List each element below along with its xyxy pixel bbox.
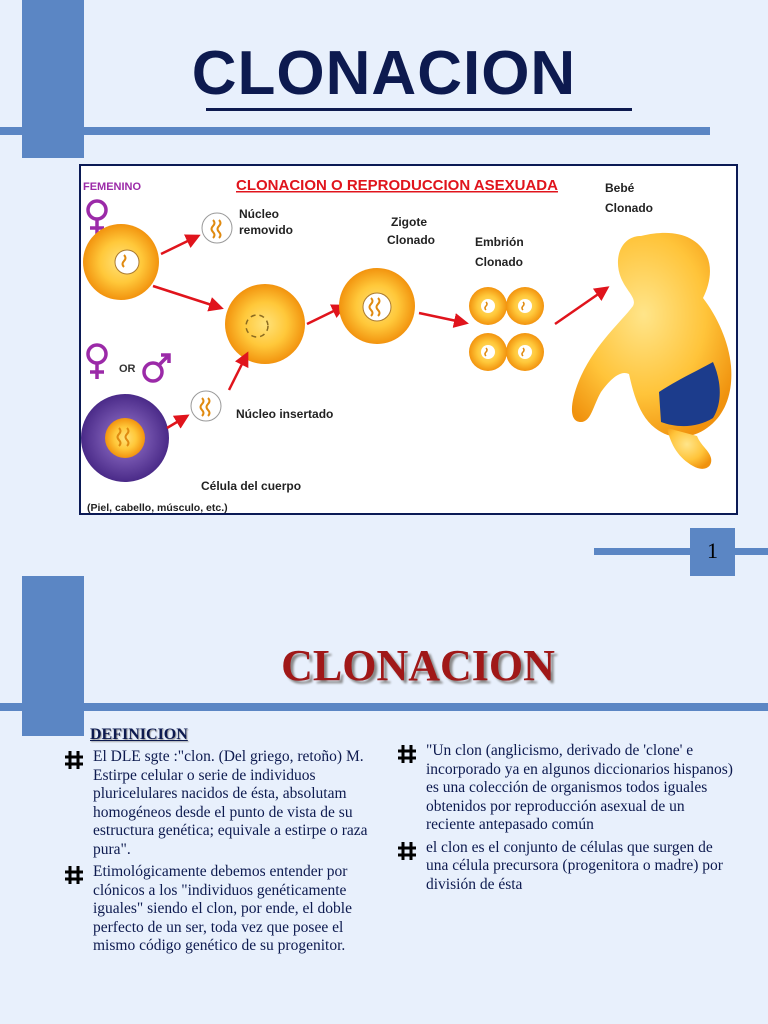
- list-item-text: el clon es el conjunto de células que su…: [426, 838, 723, 893]
- label-celula: Célula del cuerpo: [201, 479, 301, 493]
- label-femenino: FEMENINO: [83, 181, 142, 193]
- slide-2: CLONACION DEFINICION El DLE sgte :"clon.…: [0, 576, 768, 1024]
- label-celula-sub: (Piel, cabello, músculo, etc.): [87, 502, 228, 513]
- label-zigote-2: Clonado: [387, 233, 435, 247]
- cloned-embryo: [469, 287, 544, 371]
- slide-title: CLONACION: [281, 641, 555, 690]
- decor-footer-bar: [594, 548, 768, 555]
- hash-bullet-icon: [398, 745, 416, 763]
- page-number: 1: [707, 538, 718, 563]
- title-underline: [206, 108, 632, 111]
- left-column: El DLE sgte :"clon. (Del griego, retoño)…: [64, 748, 384, 960]
- hash-bullet-icon: [65, 866, 83, 884]
- list-item: "Un clon (anglicismo, derivado de 'clone…: [397, 742, 737, 835]
- page-number-box: [690, 528, 735, 576]
- right-column: "Un clon (anglicismo, derivado de 'clone…: [397, 742, 737, 898]
- decor-horizontal-bar: [0, 127, 710, 135]
- cloning-diagram: CLONACION O REPRODUCCION ASEXUADA FEMENI…: [79, 164, 738, 515]
- slide-1: CLONACION: [0, 0, 768, 576]
- cloned-baby-illustration: [571, 232, 732, 469]
- list-item: Etimológicamente debemos entender por cl…: [64, 863, 384, 956]
- definition-heading: DEFINICION: [90, 726, 188, 743]
- label-embrion-2: Clonado: [475, 255, 523, 269]
- hash-bullet-icon: [398, 841, 416, 860]
- label-embrion-1: Embrión: [475, 235, 524, 249]
- label-or: OR: [119, 363, 136, 375]
- label-bebe-1: Bebé: [605, 181, 635, 195]
- label-zigote-1: Zigote: [391, 215, 427, 229]
- enucleated-egg: [225, 284, 305, 364]
- label-nucleo-removido-1: Núcleo: [239, 207, 279, 221]
- label-nucleo-insertado: Núcleo insertado: [236, 407, 333, 421]
- slide-title: CLONACION: [191, 39, 577, 108]
- label-bebe-2: Clonado: [605, 201, 653, 215]
- list-item-text: "Un clon (anglicismo, derivado de 'clone…: [426, 742, 733, 833]
- female-or-male-symbols-icon: [86, 343, 171, 383]
- decor-horizontal-bar: [0, 703, 768, 711]
- list-item-text: Etimológicamente debemos entender por cl…: [93, 863, 352, 954]
- label-nucleo-removido-2: removido: [239, 223, 293, 237]
- list-item-text: El DLE sgte :"clon. (Del griego, retoño)…: [93, 748, 368, 858]
- hash-bullet-icon: [65, 751, 83, 769]
- list-item: El DLE sgte :"clon. (Del griego, retoño)…: [64, 748, 384, 859]
- diagram-heading: CLONACION O REPRODUCCION ASEXUADA: [236, 177, 558, 194]
- list-item: el clon es el conjunto de células que su…: [397, 839, 737, 895]
